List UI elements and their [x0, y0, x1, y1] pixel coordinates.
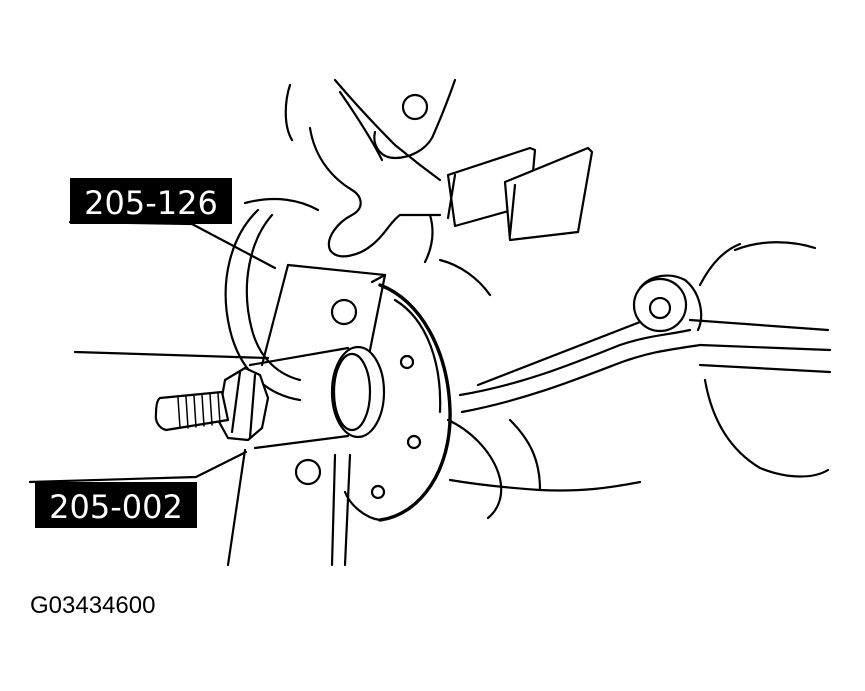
label-205-002: 205-002 [49, 488, 183, 526]
callout-205-002: 205-002 [35, 482, 197, 528]
figure-id: G03434600 [30, 592, 156, 619]
nut-adapter [216, 366, 270, 442]
puller-plate [226, 263, 387, 567]
label-205-126: 205-126 [84, 184, 218, 222]
knuckle-upper [284, 78, 492, 297]
control-arm [448, 241, 832, 492]
callout-205-126: 205-126 [70, 178, 232, 224]
rotor-disk [224, 197, 503, 522]
threaded-stud [154, 390, 230, 432]
axle-shaft [73, 345, 386, 450]
brake-pads [446, 146, 594, 242]
